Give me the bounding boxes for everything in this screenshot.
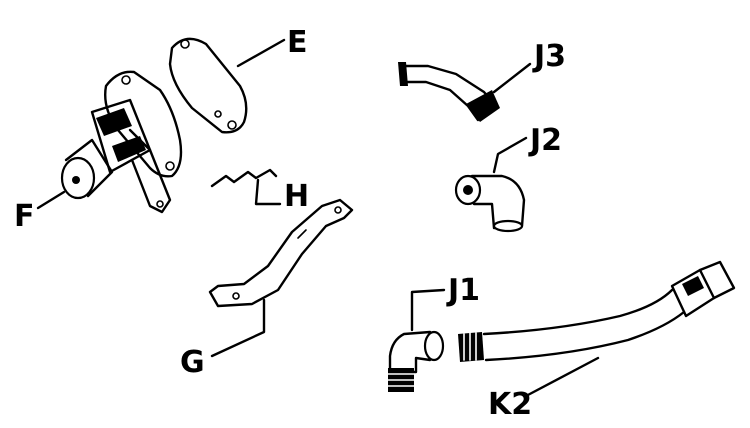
leader-j1: [410, 288, 446, 332]
label-h: H: [284, 179, 309, 214]
leader-k2: [524, 356, 600, 398]
part-j3-angled-fitting: [398, 62, 500, 122]
part-k2-hose: [458, 260, 736, 362]
part-h-clip: [210, 168, 278, 188]
part-e-gasket: [168, 37, 248, 134]
label-j3: J3: [532, 39, 566, 74]
label-k2: K2: [488, 387, 532, 422]
leader-e: [236, 38, 286, 68]
leader-j3: [492, 62, 532, 94]
label-j2: J2: [528, 123, 562, 158]
label-j1: J1: [446, 273, 480, 308]
part-f-valve-body: [60, 70, 183, 214]
part-j2-elbow: [454, 174, 526, 233]
label-f: F: [14, 199, 35, 234]
leader-g: [210, 298, 266, 358]
leader-j2: [492, 136, 528, 174]
part-j1-elbow: [387, 330, 445, 392]
leader-f: [36, 190, 66, 210]
leader-h: [254, 178, 282, 206]
label-e: E: [287, 25, 308, 60]
part-g-lever-arm: [208, 198, 354, 308]
label-g: G: [180, 345, 205, 380]
